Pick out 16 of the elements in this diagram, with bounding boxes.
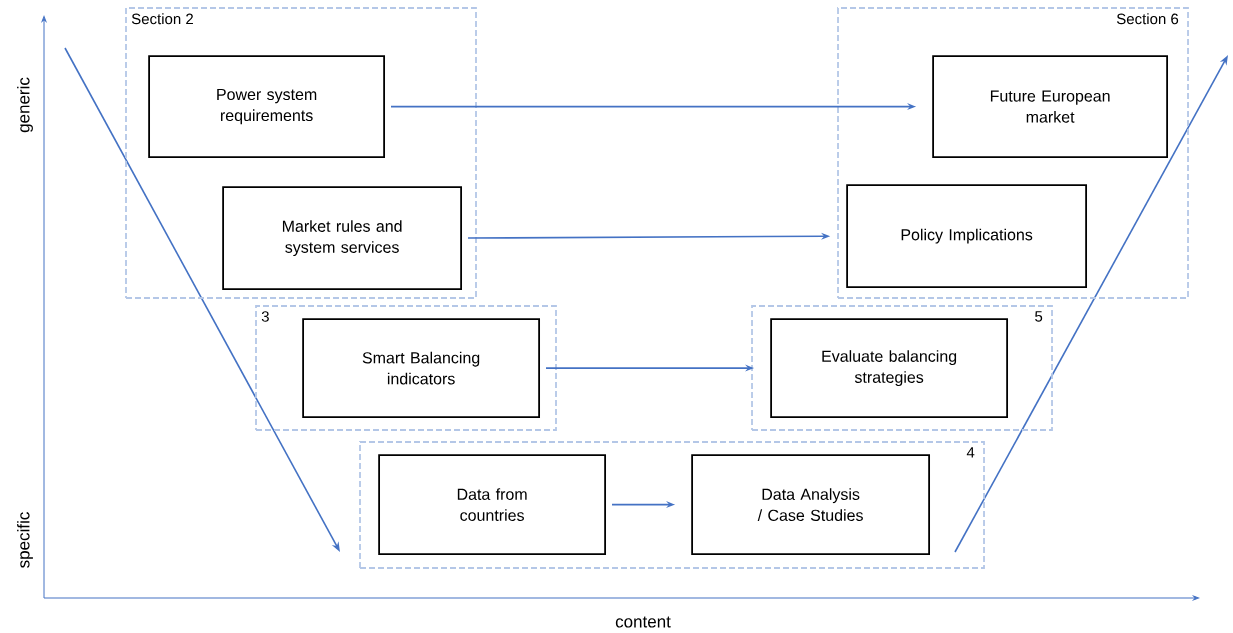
axis-label: generic xyxy=(17,77,33,133)
process-box: Data Analysis / Case Studies xyxy=(691,454,930,555)
section-label: Section 6 xyxy=(1116,13,1179,25)
process-box: Future European market xyxy=(932,55,1168,158)
section-label: 3 xyxy=(261,311,269,322)
process-box: Data from countries xyxy=(378,454,606,555)
process-box: Evaluate balancing strategies xyxy=(770,318,1008,418)
process-box: Market rules and system services xyxy=(222,186,462,290)
process-box: Power system requirements xyxy=(148,55,385,158)
process-box: Policy Implications xyxy=(846,184,1087,288)
axis-label: specific xyxy=(17,512,33,568)
section-label: 5 xyxy=(1035,311,1043,322)
process-box: Smart Balancing indicators xyxy=(302,318,540,418)
section-label: Section 2 xyxy=(131,13,193,25)
axis-label: content xyxy=(615,616,671,628)
section-label: 4 xyxy=(966,447,975,458)
